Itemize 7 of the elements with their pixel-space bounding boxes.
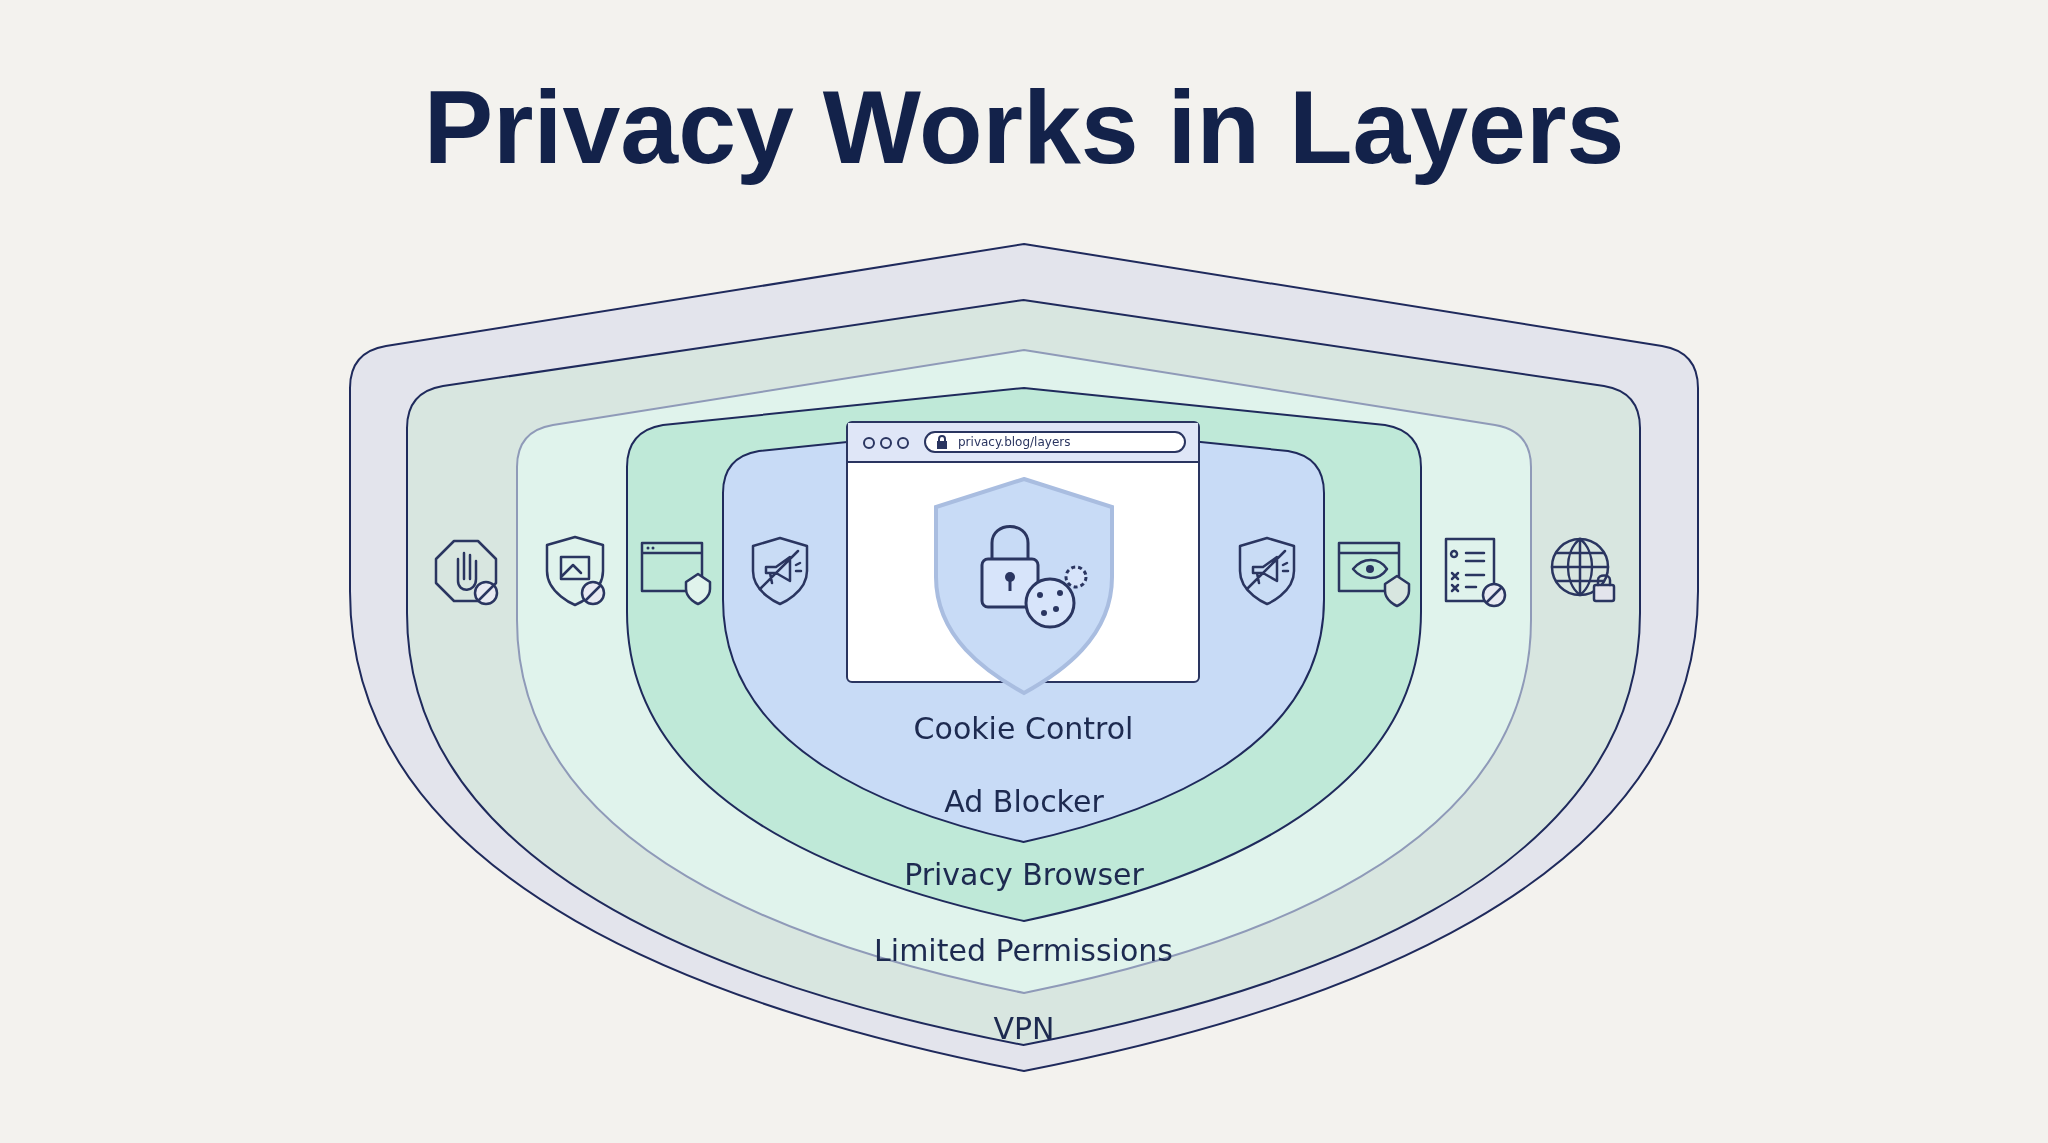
layer-label: Privacy Browser bbox=[904, 857, 1144, 892]
layer-label: Limited Permissions bbox=[874, 933, 1173, 968]
layer-label: Cookie Control bbox=[913, 711, 1134, 746]
layer-label: VPN bbox=[993, 1011, 1055, 1046]
layer-label: Ad Blocker bbox=[944, 784, 1104, 819]
title: Privacy Works in Layers bbox=[422, 68, 1626, 187]
url-text: privacy.blog/layers bbox=[958, 434, 1071, 451]
